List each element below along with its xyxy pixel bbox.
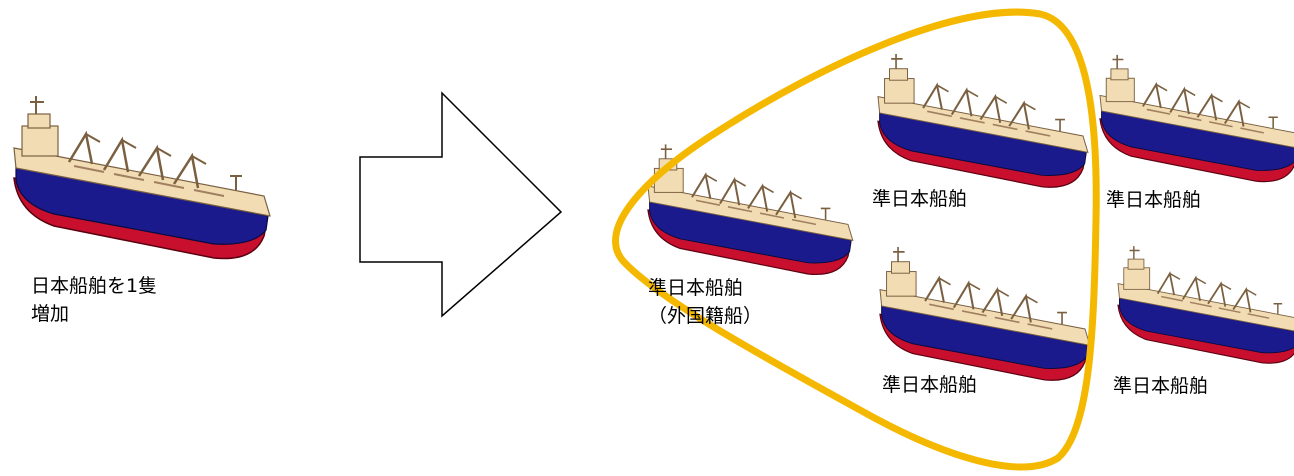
ship-icon-left [12,94,272,260]
ship-caption-top-right: 準日本船舶 [1106,189,1202,211]
right-arrow-icon [359,91,563,318]
ship-icon-foreign [646,143,854,276]
ship-icon-bottom-center [878,245,1091,382]
ship-caption-bottom-center: 準日本船舶 [882,374,978,396]
ship-icon-bottom-right [1117,245,1294,365]
ship-icon-top-center [876,52,1089,189]
highlight-loop [612,8,1100,471]
left-caption: 日本船舶を1隻 増加 [31,275,158,325]
ship-caption-top-center: 準日本船舶 [872,188,968,210]
ship-caption-bottom-right: 準日本船舶 [1113,375,1209,397]
foreign-ship-caption: 準日本船舶 （外国籍船） [648,277,763,327]
ship-icon-top-right [1099,53,1294,183]
